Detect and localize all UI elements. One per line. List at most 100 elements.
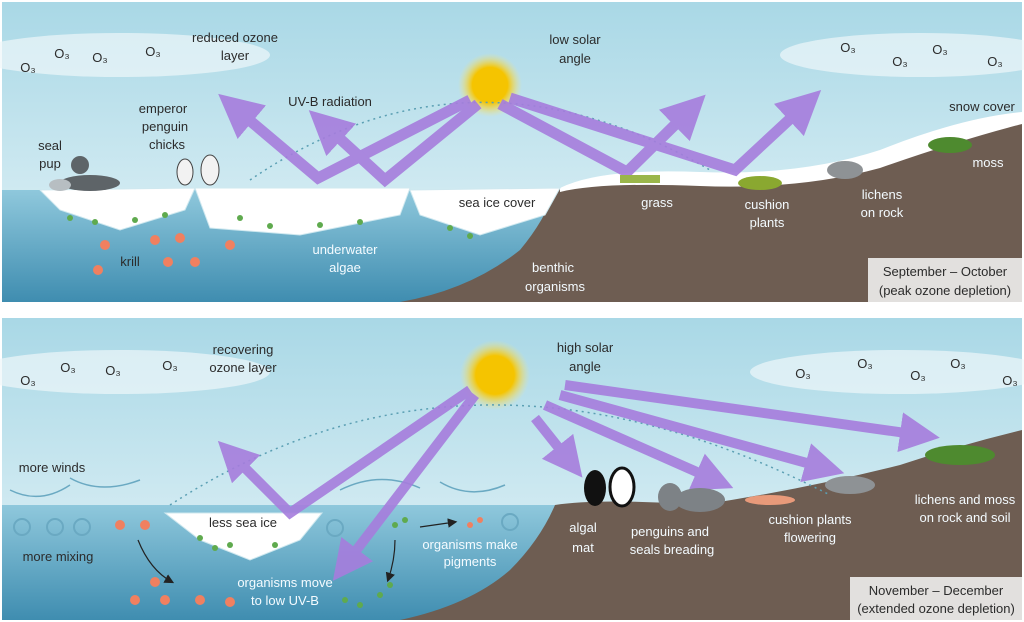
winds-label: more winds — [19, 460, 86, 475]
svg-text:O₃: O₃ — [92, 50, 107, 65]
algal-mat-label: algal — [569, 520, 597, 535]
grass — [620, 175, 660, 183]
underwater-algae — [67, 212, 473, 239]
algal-mat-label: mat — [572, 540, 594, 555]
penguin-label: emperor — [139, 101, 188, 116]
season-label: (peak ozone depletion) — [879, 283, 1011, 298]
ozone-label: reduced ozone — [192, 30, 278, 45]
svg-text:O₃: O₃ — [950, 356, 965, 371]
svg-text:O₃: O₃ — [60, 360, 75, 375]
cushion-plants-flowering — [745, 495, 795, 505]
move-label: organisms move — [237, 575, 332, 590]
breeding-label: penguins and — [631, 524, 709, 539]
season-box — [868, 258, 1022, 302]
algae-label: underwater — [312, 242, 378, 257]
pigments-label: organisms make — [422, 537, 517, 552]
season-box — [850, 577, 1022, 620]
rock — [825, 476, 875, 494]
svg-text:O₃: O₃ — [162, 358, 177, 373]
ice-label: sea ice cover — [459, 195, 536, 210]
ozone-label: ozone layer — [209, 360, 277, 375]
lichens-label: lichens — [862, 187, 903, 202]
snow-cover — [560, 112, 1022, 192]
svg-text:O₃: O₃ — [20, 373, 35, 388]
ozone-label: layer — [221, 48, 250, 63]
cushion-plant — [738, 176, 782, 190]
svg-text:O₃: O₃ — [145, 44, 160, 59]
svg-text:O₃: O₃ — [910, 368, 925, 383]
season-label: (extended ozone depletion) — [857, 601, 1015, 616]
rock — [827, 161, 863, 179]
seal-label: pup — [39, 156, 61, 171]
wind-lines — [9, 477, 506, 498]
uv-label: UV-B radiation — [288, 94, 372, 109]
penguin-label: chicks — [149, 137, 186, 152]
ice-label: less sea ice — [209, 515, 277, 530]
cushion-label: flowering — [784, 530, 836, 545]
seal-pup — [49, 179, 71, 191]
krill — [93, 233, 235, 275]
sea-ice — [38, 187, 561, 236]
svg-text:O₃: O₃ — [20, 60, 35, 75]
lichens-moss-label: on rock and soil — [919, 510, 1010, 525]
seals — [658, 483, 725, 512]
panel-september-october: O₃ O₃ O₃ O₃ O₃ O₃ O₃ O₃ reduced ozone layer lo… — [0, 2, 1024, 302]
uv-b-arrows — [217, 380, 940, 581]
sun-label: high solar — [557, 340, 614, 355]
moss — [928, 137, 972, 153]
mixing-icons — [13, 513, 519, 537]
svg-text:O₃: O₃ — [1002, 373, 1017, 388]
sun-label: angle — [569, 359, 601, 374]
breeding-label: seals breading — [630, 542, 715, 557]
uv-b-arrows — [218, 90, 822, 188]
penguin-chick — [176, 158, 194, 186]
penguin-label: penguin — [142, 119, 188, 134]
krill-label: krill — [120, 254, 140, 269]
lichens-moss-label: lichens and moss — [915, 492, 1016, 507]
moss — [925, 445, 995, 465]
seal-label: seal — [38, 138, 62, 153]
sun-icon — [460, 340, 530, 410]
svg-text:O₃: O₃ — [840, 40, 855, 55]
mixing-label: more mixing — [23, 549, 94, 564]
svg-text:O₃: O₃ — [54, 46, 69, 61]
svg-text:O₃: O₃ — [857, 356, 872, 371]
penguins — [584, 466, 636, 508]
panel-november-december: O₃ O₃ O₃ O₃ O₃ O₃ O₃ O₃ O₃ recovering ozone lay… — [0, 318, 1024, 620]
ozone-cloud — [0, 33, 270, 77]
ozone-label: recovering — [213, 342, 274, 357]
sun-label: low solar — [549, 32, 601, 47]
ozone-cloud — [780, 33, 1024, 77]
season-label: September – October — [883, 264, 1008, 279]
sun-label: angle — [559, 51, 591, 66]
svg-text:O₃: O₃ — [795, 366, 810, 381]
penguin-chick — [200, 154, 220, 186]
ozone-molecules: O₃ O₃ O₃ O₃ O₃ O₃ O₃ O₃ O₃ — [20, 356, 1017, 388]
movement-arrows — [137, 518, 458, 584]
cushion-label: cushion plants — [768, 512, 852, 527]
snow-label: snow cover — [949, 99, 1015, 114]
land — [400, 430, 1022, 620]
svg-text:O₃: O₃ — [932, 42, 947, 57]
ozone-molecules: O₃ O₃ O₃ O₃ O₃ O₃ O₃ O₃ — [20, 40, 1002, 75]
algae-label: algae — [329, 260, 361, 275]
seal — [71, 156, 89, 174]
move-label: to low UV-B — [251, 593, 319, 608]
svg-text:O₃: O₃ — [987, 54, 1002, 69]
ozone-cloud — [750, 350, 1024, 394]
benthic-label: organisms — [525, 279, 585, 294]
cushion-label: plants — [750, 215, 785, 230]
krill — [115, 517, 483, 607]
seal — [60, 175, 120, 191]
lichens-label: on rock — [861, 205, 904, 220]
ozone-cloud — [0, 350, 270, 394]
svg-text:O₃: O₃ — [105, 363, 120, 378]
grass-label: grass — [641, 195, 673, 210]
pigments-label: pigments — [444, 554, 497, 569]
season-label: November – December — [869, 583, 1004, 598]
benthic-label: benthic — [532, 260, 574, 275]
svg-text:O₃: O₃ — [892, 54, 907, 69]
cushion-label: cushion — [745, 197, 790, 212]
algae — [197, 517, 408, 608]
